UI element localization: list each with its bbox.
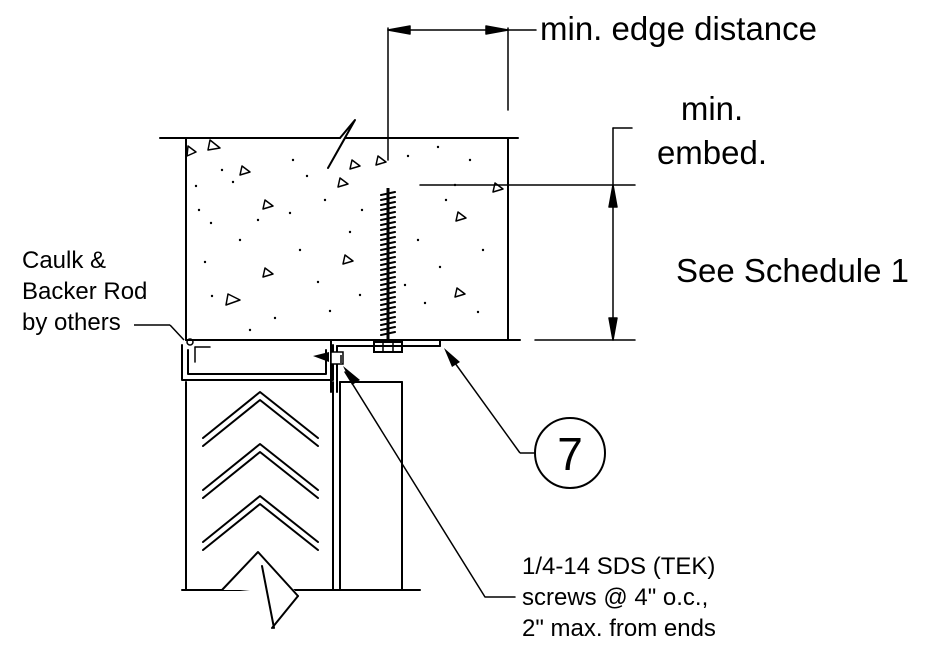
insulation-chevrons <box>202 391 319 551</box>
caulk-label-line1: Caulk & <box>22 247 106 274</box>
screw-label-line3: 2" max. from ends <box>522 615 716 642</box>
edge-distance-label: min. edge distance <box>540 10 817 47</box>
embed-label-line1: min. <box>681 90 743 127</box>
concrete-screw-anchor <box>373 188 403 353</box>
caulk-label-line3: by others <box>22 309 121 336</box>
concrete-specks <box>194 145 485 332</box>
screw-leader <box>343 366 516 598</box>
embed-dimension <box>419 127 636 341</box>
concrete-aggregate <box>186 139 504 306</box>
caulk-leader <box>134 324 185 341</box>
concrete-slab <box>159 119 521 341</box>
callout-7-bubble <box>534 417 606 489</box>
backer-rod <box>186 338 211 363</box>
schedule-label: See Schedule 1 <box>676 252 909 289</box>
caulk-label-line2: Backer Rod <box>22 278 147 305</box>
wall-break <box>221 551 300 629</box>
edge-distance-dimension <box>387 25 537 161</box>
steel-angle <box>185 339 441 393</box>
screw-label-line1: 1/4-14 SDS (TEK) <box>522 553 715 580</box>
callout-7-leader: 7 <box>444 348 606 489</box>
embed-label-line2: embed. <box>657 134 767 171</box>
tek-screw <box>313 351 344 365</box>
callout-7-number: 7 <box>557 428 583 480</box>
screw-label-line2: screws @ 4" o.c., <box>522 584 708 611</box>
head-track <box>181 344 334 381</box>
